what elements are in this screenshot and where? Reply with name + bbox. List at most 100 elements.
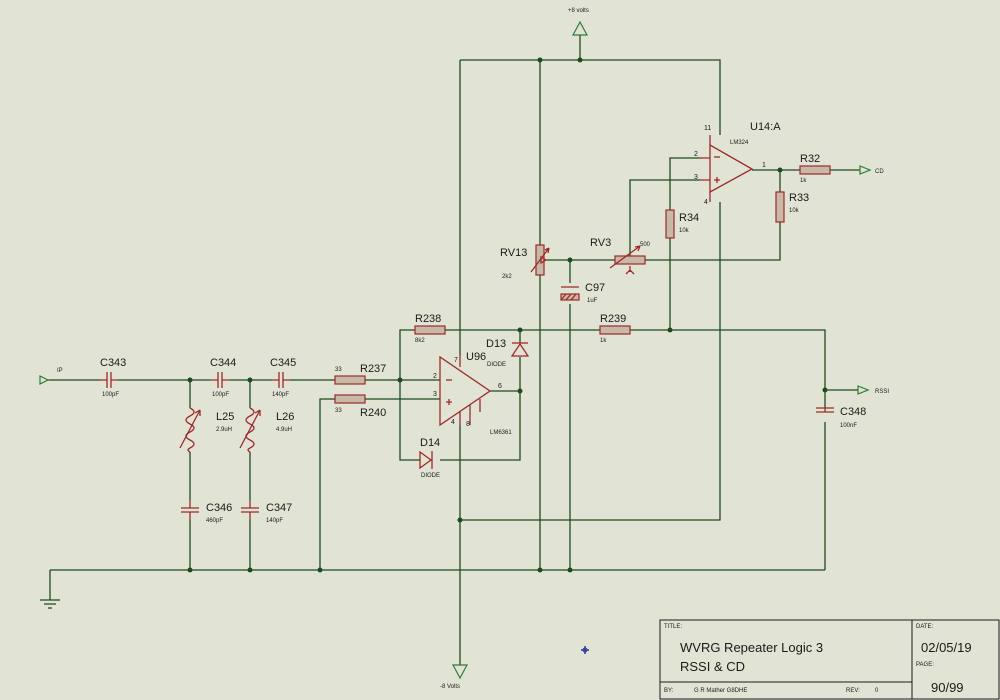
rev-value: 0	[875, 688, 879, 694]
c345-ref: C345	[270, 357, 296, 369]
u96-pin-noninv: 3	[433, 391, 437, 398]
rev-label: REV:	[846, 688, 860, 694]
r240-ref: R240	[360, 407, 386, 419]
capacitor-c345: C345 140pF	[270, 357, 296, 398]
rv3-ref: RV3	[590, 237, 611, 249]
by-label: BY:	[664, 688, 674, 694]
title-label: TITLE:	[664, 624, 682, 630]
r32-ref: R32	[800, 153, 820, 165]
neg-supply-label: -8 Volts	[440, 684, 460, 690]
input-port-label: IP	[57, 368, 63, 374]
author: G R Mather G8DHE	[694, 688, 747, 694]
capacitor-c348: C348 100nF	[816, 406, 866, 429]
c343-value: 100pF	[102, 392, 119, 398]
potentiometer-rv3: RV3 500	[590, 237, 651, 275]
cd-port: CD	[859, 165, 884, 175]
rv3-value: 500	[640, 242, 651, 248]
r34-value: 10k	[679, 228, 690, 234]
diode-d14: D14 DIODE	[419, 437, 440, 479]
c348-value: 100nF	[840, 423, 857, 429]
r239-ref: R239	[600, 313, 626, 325]
title-line2: RSSI & CD	[680, 659, 745, 674]
c348-ref: C348	[840, 406, 866, 418]
capacitor-c347: C347 140pF	[241, 500, 292, 524]
resistor-r32: R32 1k	[799, 153, 831, 184]
c344-value: 100pF	[212, 392, 229, 398]
title-line1: WVRG Repeater Logic 3	[680, 640, 823, 655]
c97-ref: C97	[585, 282, 605, 294]
resistor-r34: R34 10k	[665, 209, 699, 239]
pos-supply-arrow: +8 volts	[568, 8, 589, 36]
d13-value: DIODE	[487, 362, 506, 368]
capacitor-c343: C343 100pF	[100, 357, 126, 398]
capacitor-c346: C346 460pF	[181, 500, 232, 524]
page-label: PAGE:	[916, 662, 934, 668]
rv13-value: 2k2	[502, 274, 512, 280]
resistor-r239: R239 1k	[599, 313, 631, 344]
capacitor-c344: C344 100pF	[210, 357, 236, 398]
c97-value: 1uF	[587, 298, 598, 304]
r238-ref: R238	[415, 313, 441, 325]
rssi-port-label: RSSI	[875, 389, 889, 395]
opamp-u14: 2 3 1 11 4 U14:A LM324	[694, 121, 781, 206]
opamp-u96: 2 3 6 7 4 8 U96 LM6361	[433, 351, 512, 436]
c345-value: 140pF	[272, 392, 289, 398]
u96-ref: U96	[466, 351, 486, 363]
r237-value: 33	[335, 367, 342, 373]
r237-ref: R237	[360, 363, 386, 375]
c347-value: 140pF	[266, 518, 283, 524]
c344-ref: C344	[210, 357, 236, 369]
u96-pin-vp: 7	[454, 357, 458, 364]
c346-ref: C346	[206, 502, 232, 514]
u14-pin-vn: 4	[704, 199, 708, 206]
neg-supply-arrow: -8 Volts	[440, 664, 469, 690]
u14-pin-inv: 2	[694, 151, 698, 158]
u96-pin-vn: 4	[451, 419, 455, 426]
inductor-l26: L26 4.9uH	[239, 407, 294, 453]
resistor-r237: 33 R237	[334, 363, 386, 385]
cd-port-label: CD	[875, 169, 884, 175]
inductor-l25: L25 2.9uH	[179, 407, 234, 453]
r34-ref: R34	[679, 212, 699, 224]
capacitor-c97: C97 1uF	[560, 282, 605, 304]
resistor-r238: R238 8k2	[414, 313, 446, 344]
r238-value: 8k2	[415, 338, 425, 344]
ground-symbol	[40, 599, 60, 609]
u96-pin-inv: 2	[433, 373, 437, 380]
d14-ref: D14	[420, 437, 440, 449]
date-value: 02/05/19	[921, 640, 972, 655]
date-label: DATE:	[916, 624, 934, 630]
resistor-r33: R33 10k	[775, 191, 809, 223]
rv13-ref: RV13	[500, 247, 527, 259]
l26-ref: L26	[276, 411, 294, 423]
diode-d13: D13 DIODE	[486, 338, 530, 368]
d14-value: DIODE	[421, 473, 440, 479]
potentiometer-rv13: RV13 2k2	[500, 244, 550, 280]
l25-ref: L25	[216, 411, 234, 423]
u14-pin-vp: 11	[704, 125, 711, 132]
wires	[48, 35, 860, 665]
origin-marker-icon	[581, 646, 589, 654]
junctions	[187, 57, 828, 573]
u14-value: LM324	[730, 140, 749, 146]
page-value: 90/99	[931, 680, 964, 695]
rssi-port: RSSI	[857, 385, 889, 395]
u96-pin-out: 6	[498, 383, 502, 390]
pos-supply-label: +8 volts	[568, 8, 589, 14]
title-block: TITLE: WVRG Repeater Logic 3 RSSI & CD D…	[659, 619, 1000, 700]
u14-pin-out: 1	[762, 162, 766, 169]
l25-value: 2.9uH	[216, 427, 232, 433]
u14-pin-noninv: 3	[694, 174, 698, 181]
r239-value: 1k	[600, 338, 607, 344]
r240-value: 33	[335, 408, 342, 414]
d13-ref: D13	[486, 338, 506, 350]
c347-ref: C347	[266, 502, 292, 514]
r33-ref: R33	[789, 192, 809, 204]
u14-ref: U14:A	[750, 121, 781, 133]
resistor-r240: 33 R240	[334, 394, 386, 419]
r33-value: 10k	[789, 208, 800, 214]
l26-value: 4.9uH	[276, 427, 292, 433]
c346-value: 460pF	[206, 518, 223, 524]
r32-value: 1k	[800, 178, 807, 184]
